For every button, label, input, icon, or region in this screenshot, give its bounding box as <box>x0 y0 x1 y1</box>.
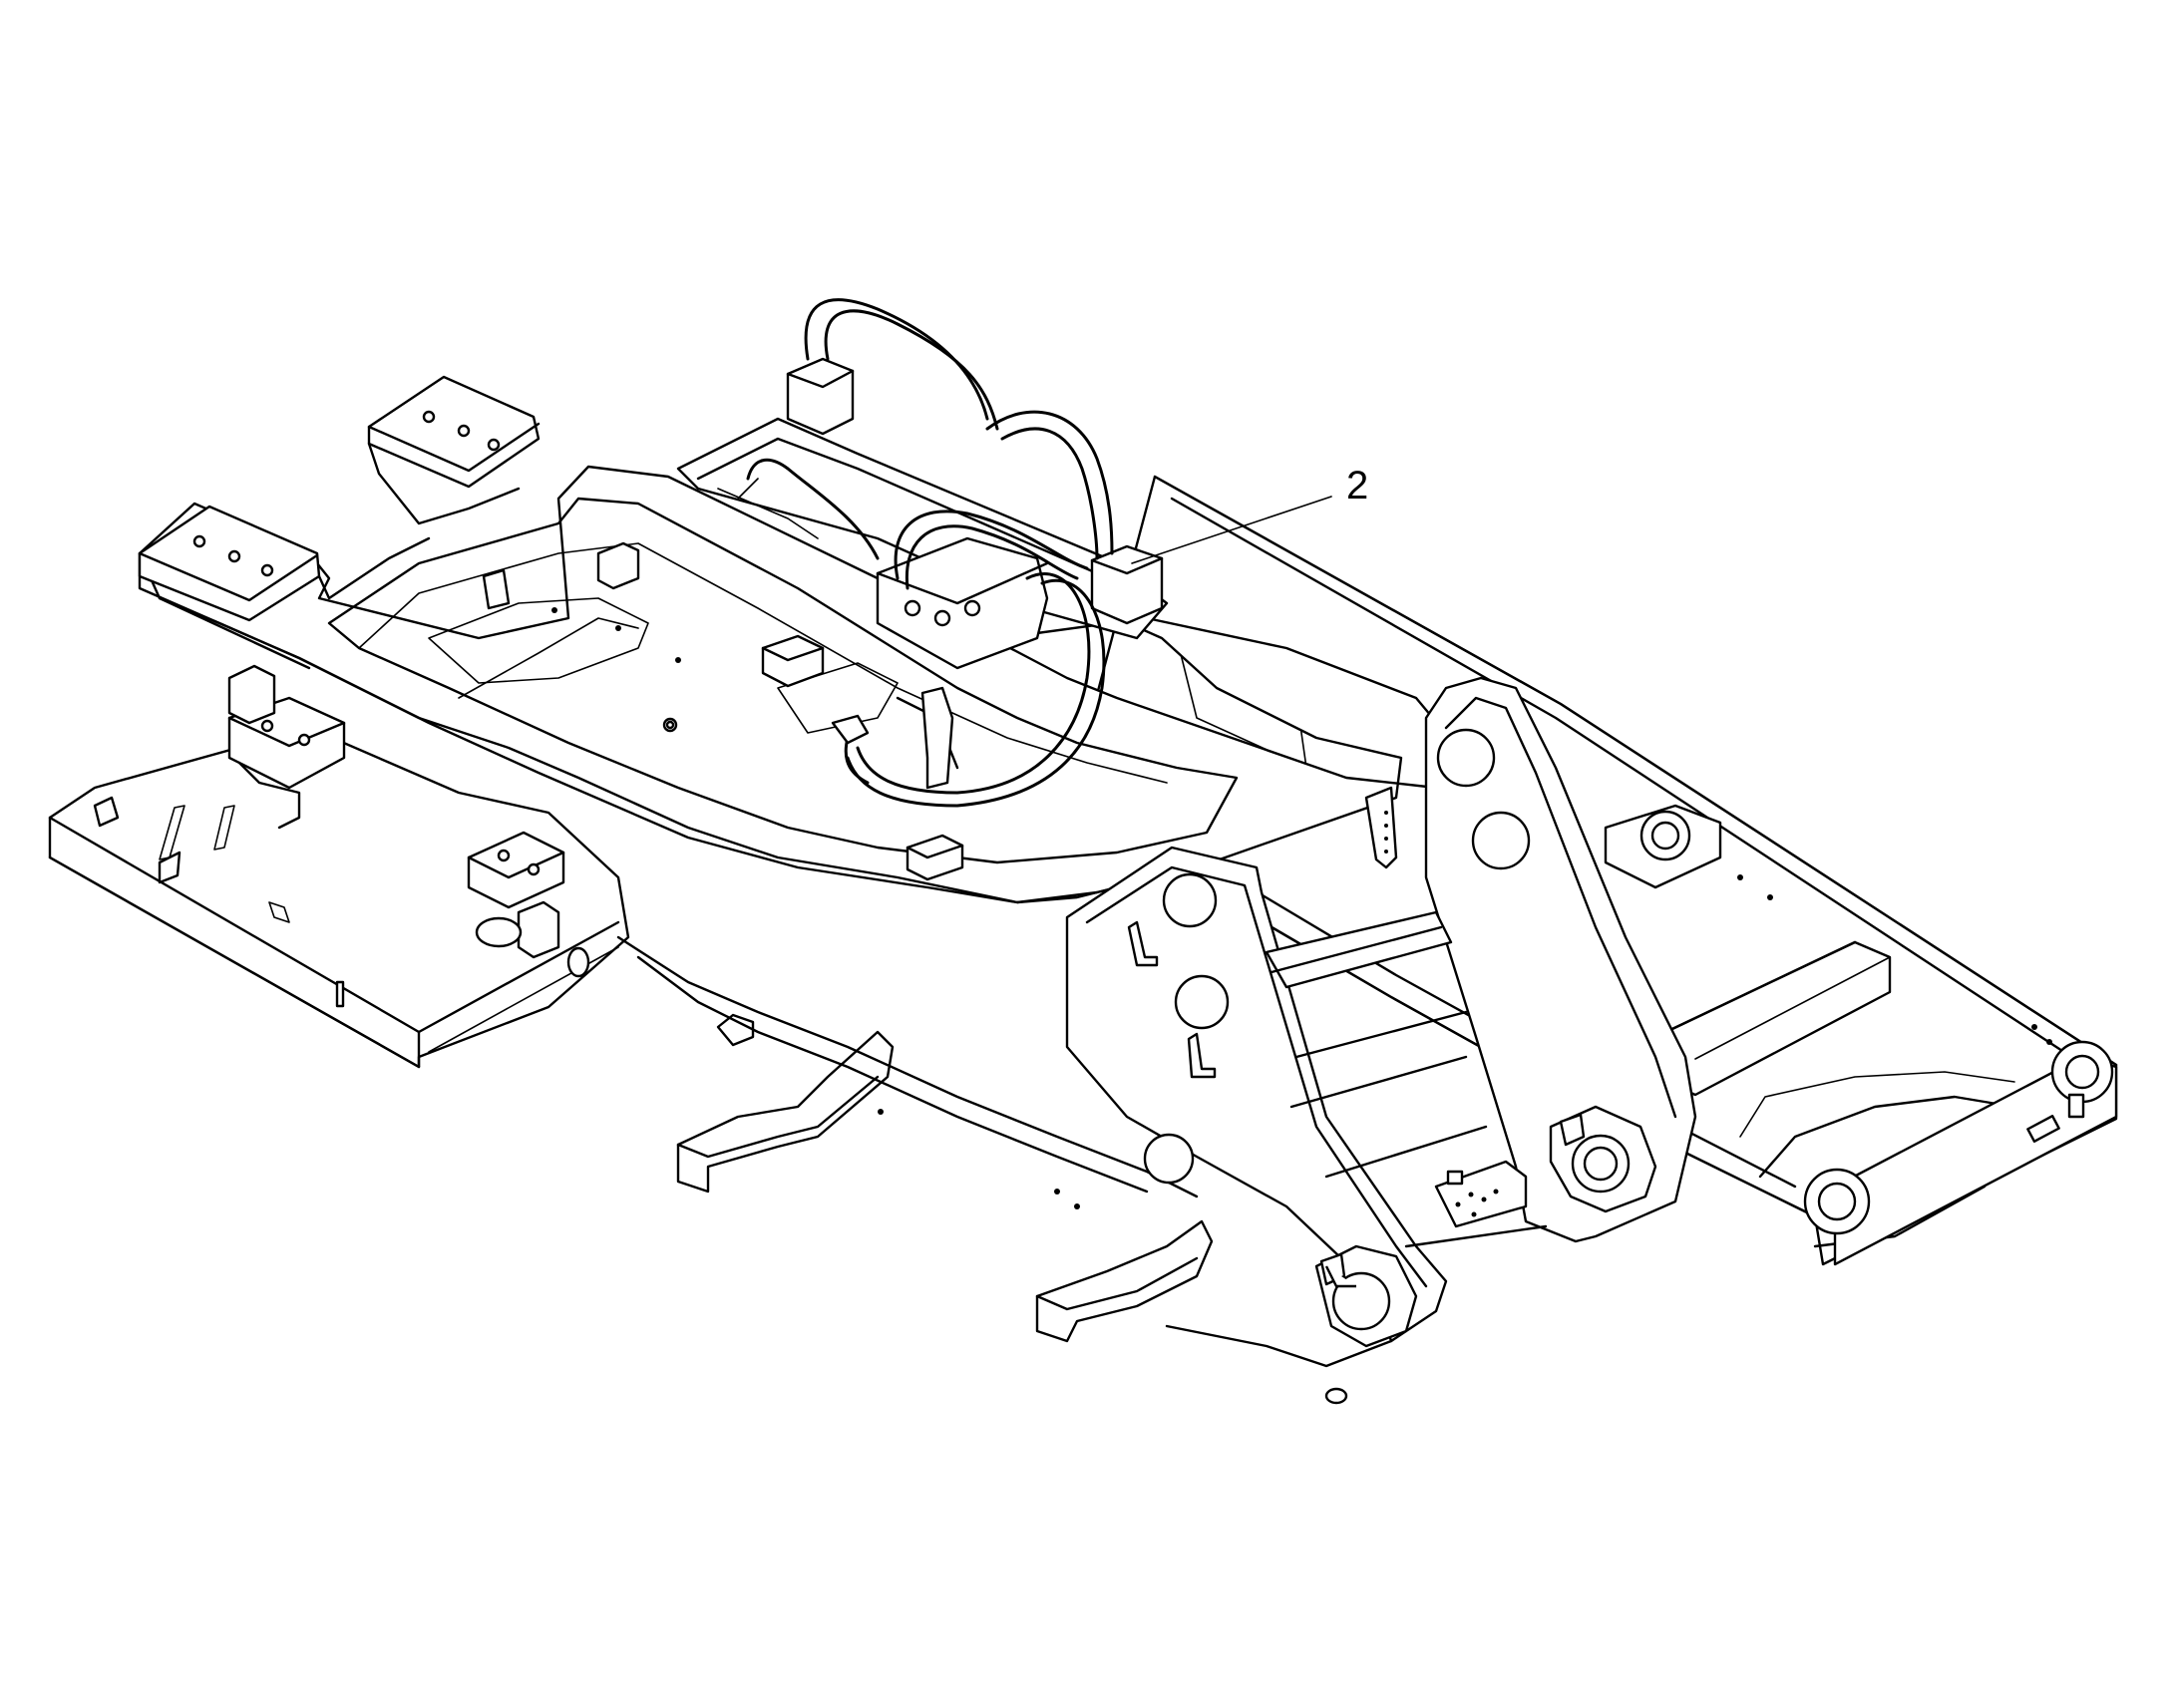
callout-leader-line <box>1131 496 1332 564</box>
frame-brackets <box>482 541 964 881</box>
left-tank <box>48 664 630 1069</box>
callout-2: 2 <box>1131 464 1368 564</box>
lower-arms <box>616 935 1393 1405</box>
valve-assembly <box>676 298 1169 808</box>
boom-mount <box>1065 676 1697 1348</box>
callout-label: 2 <box>1346 464 1368 508</box>
front-pads <box>138 375 541 622</box>
